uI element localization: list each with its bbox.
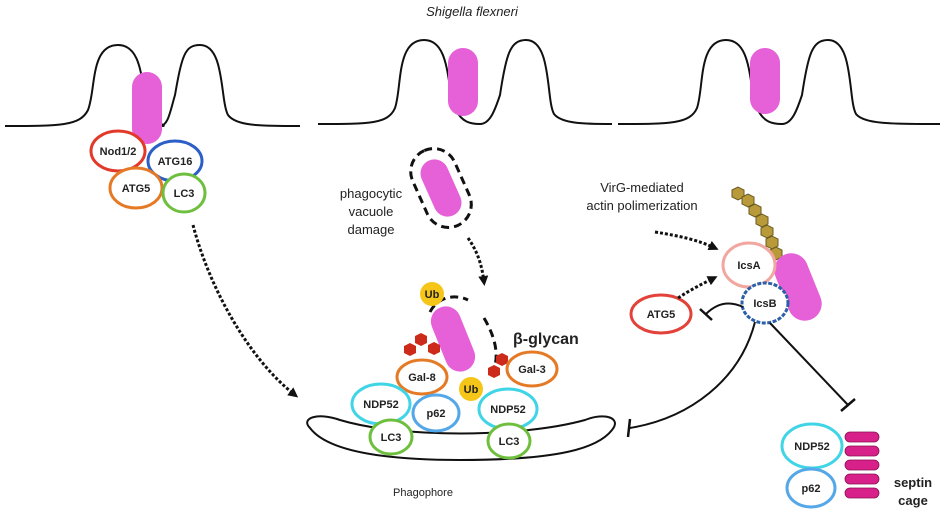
atg5-left-oval: [108, 166, 164, 210]
arrow-vacuole-down: [466, 237, 489, 286]
bacterium-left: [132, 72, 162, 144]
inhibit-icsb-septin-bar: [840, 398, 856, 412]
atg5-left-label: ATG5: [122, 183, 151, 195]
lc3-mid-left-label: LC3: [381, 432, 402, 444]
p62-mid-label: p62: [427, 408, 446, 420]
glycan-hexagon-2: [428, 342, 440, 355]
lc3-mid-left-oval: [368, 418, 414, 456]
ub-mid-label: Ub: [464, 384, 479, 396]
arrow-left-to-phagophore: [191, 224, 299, 398]
arrow-virg-to-icsa: [654, 230, 719, 250]
ub-top-label: Ub: [425, 289, 440, 301]
lc3-mid-right-label: LC3: [499, 436, 520, 448]
lc3-left-label: LC3: [174, 188, 195, 200]
broken-vacuole-left: [428, 295, 469, 313]
bacterium-free: [430, 306, 476, 372]
ub-mid-circle: [459, 377, 483, 401]
lc3-mid-right-oval: [486, 422, 532, 460]
bacterium-middle: [448, 48, 478, 116]
ub-top-circle: [420, 282, 444, 306]
ndp52-right-label: NDP52: [490, 404, 525, 416]
atg16-label: ATG16: [158, 156, 193, 168]
lc3-left-oval: [161, 172, 207, 214]
atg5-right-oval: [629, 293, 693, 335]
p62-septin-oval: [785, 467, 837, 509]
icsb-label: IcsB: [753, 298, 776, 310]
glycan-hexagon-6: [488, 365, 500, 378]
inhibit-icsb-phagophore: [629, 321, 756, 429]
p62-septin-label: p62: [802, 483, 821, 495]
glycan-hexagon-1: [415, 333, 427, 346]
septin-filaments: [844, 431, 880, 499]
bacterium-right: [750, 48, 780, 114]
septin-line1: septin: [894, 475, 932, 490]
virg-line1: VirG-mediated: [600, 180, 684, 195]
gal3-oval: [505, 350, 559, 388]
nod1-2-label: Nod1/2: [100, 146, 137, 158]
icsb-oval: [740, 281, 790, 325]
bacterium-in-vacuole: [420, 159, 462, 217]
gal3-label: Gal-3: [518, 364, 546, 376]
vacuole-damage-line3: damage: [348, 222, 395, 237]
septin-line2: cage: [898, 493, 928, 508]
nod1-2-oval: [89, 129, 147, 173]
inhibit-icsb-phagophore-bar: [626, 418, 632, 438]
gal8-label: Gal-8: [408, 372, 436, 384]
phagophore-label: Phagophore: [393, 487, 453, 499]
ndp52-septin-label: NDP52: [794, 441, 829, 453]
bacterium-actin-tail: [774, 253, 822, 321]
glycan-hexagon-4: [496, 353, 508, 366]
glycan-hexagon-3: [404, 343, 416, 356]
virg-line2: actin polimerization: [586, 198, 697, 213]
diagram-title: Shigella flexneri: [426, 4, 519, 19]
atg5-right-label: ATG5: [647, 309, 676, 321]
vacuole-damage-line1: phagocytic: [340, 186, 403, 201]
beta-glycan-label: β-glycan: [513, 331, 579, 348]
inhibit-icsb-atg5: [705, 302, 744, 315]
p62-mid-oval: [411, 393, 461, 433]
ndp52-left-label: NDP52: [363, 399, 398, 411]
vacuole-damage-line2: vacuole: [349, 204, 394, 219]
membrane-middle: [317, 38, 613, 126]
inhibit-icsb-atg5-bar: [699, 308, 713, 321]
inhibit-icsb-septin: [769, 322, 849, 406]
icsa-label: IcsA: [737, 260, 760, 272]
phagophore-shape: [306, 415, 616, 462]
arrow-atg5-to-icsa: [677, 276, 718, 300]
membrane-right: [617, 38, 941, 126]
gal8-oval: [395, 358, 449, 396]
